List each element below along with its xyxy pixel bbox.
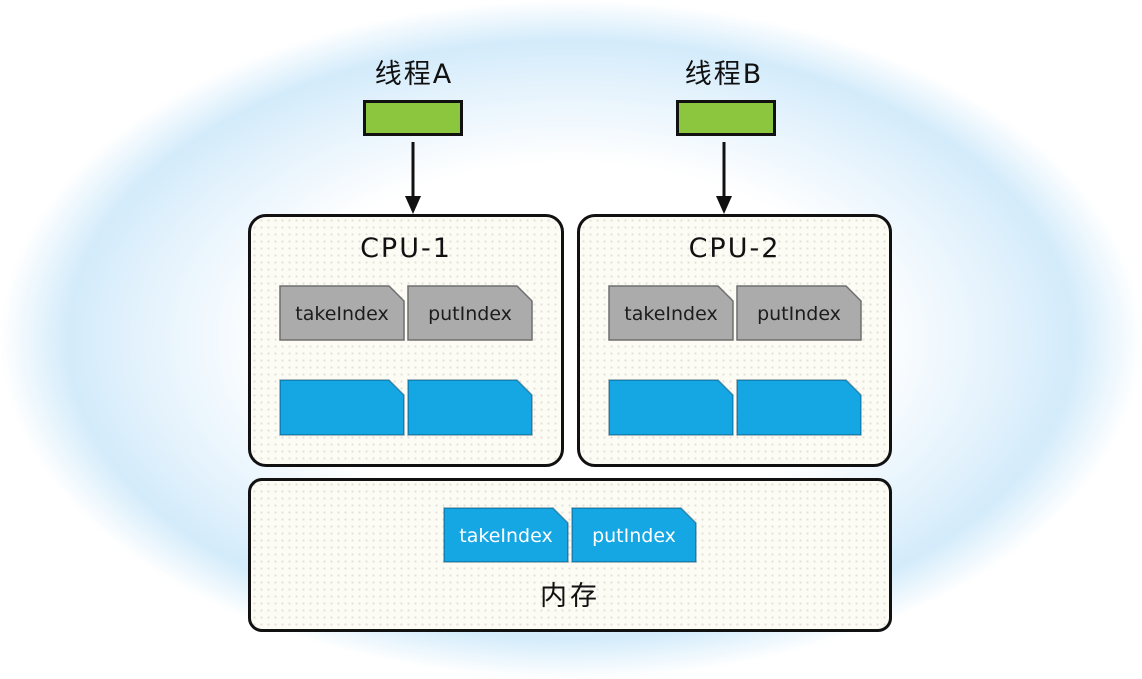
cpu1-takeindex-register: takeIndex [279,285,405,341]
cpu2-putindex-label: putIndex [757,303,841,325]
cpu2-putindex-register: putIndex [735,285,862,341]
cpu1-card: CPU-1 takeIndex putIndex [248,214,564,467]
cpu2-takeindex-label: takeIndex [624,303,717,325]
cpu1-title: CPU-1 [360,233,452,264]
cpu1-takeindex-label: takeIndex [295,303,388,325]
cpu1-putindex-label: putIndex [428,303,512,325]
cpu2-takeindex-register: takeIndex [607,285,734,341]
thread-a-box [363,100,463,136]
memory-cell-row: takeIndex putIndex [443,507,697,563]
cpu2-title: CPU-2 [688,233,781,264]
memory-putindex-cell: putIndex [571,507,697,563]
memory-title: 内存 [540,581,600,612]
memory-takeindex-label: takeIndex [459,525,552,547]
thread-b-arrow-down-icon [716,142,732,214]
thread-a-label: 线程A [374,59,454,90]
cpu1-putindex-register: putIndex [407,285,533,341]
cpu2-cache-cell-right [735,379,862,436]
cpu1-cache-cell-left [279,379,405,436]
cpu1-cache-row [279,379,533,436]
cpu2-card: CPU-2 takeIndex putIndex [577,214,892,467]
memory-takeindex-cell: takeIndex [443,507,569,563]
cpu1-register-row: takeIndex putIndex [279,285,533,341]
thread-b-box [676,100,776,136]
cpu2-register-row: takeIndex putIndex [607,285,862,341]
memory-card: takeIndex putIndex 内存 [248,478,892,632]
thread-b-label: 线程B [684,59,764,90]
cpu2-cache-row [607,379,862,436]
cpu2-cache-cell-left [607,379,734,436]
cpu1-cache-cell-right [407,379,533,436]
thread-a-arrow-down-icon [405,142,421,214]
memory-putindex-label: putIndex [592,525,676,547]
